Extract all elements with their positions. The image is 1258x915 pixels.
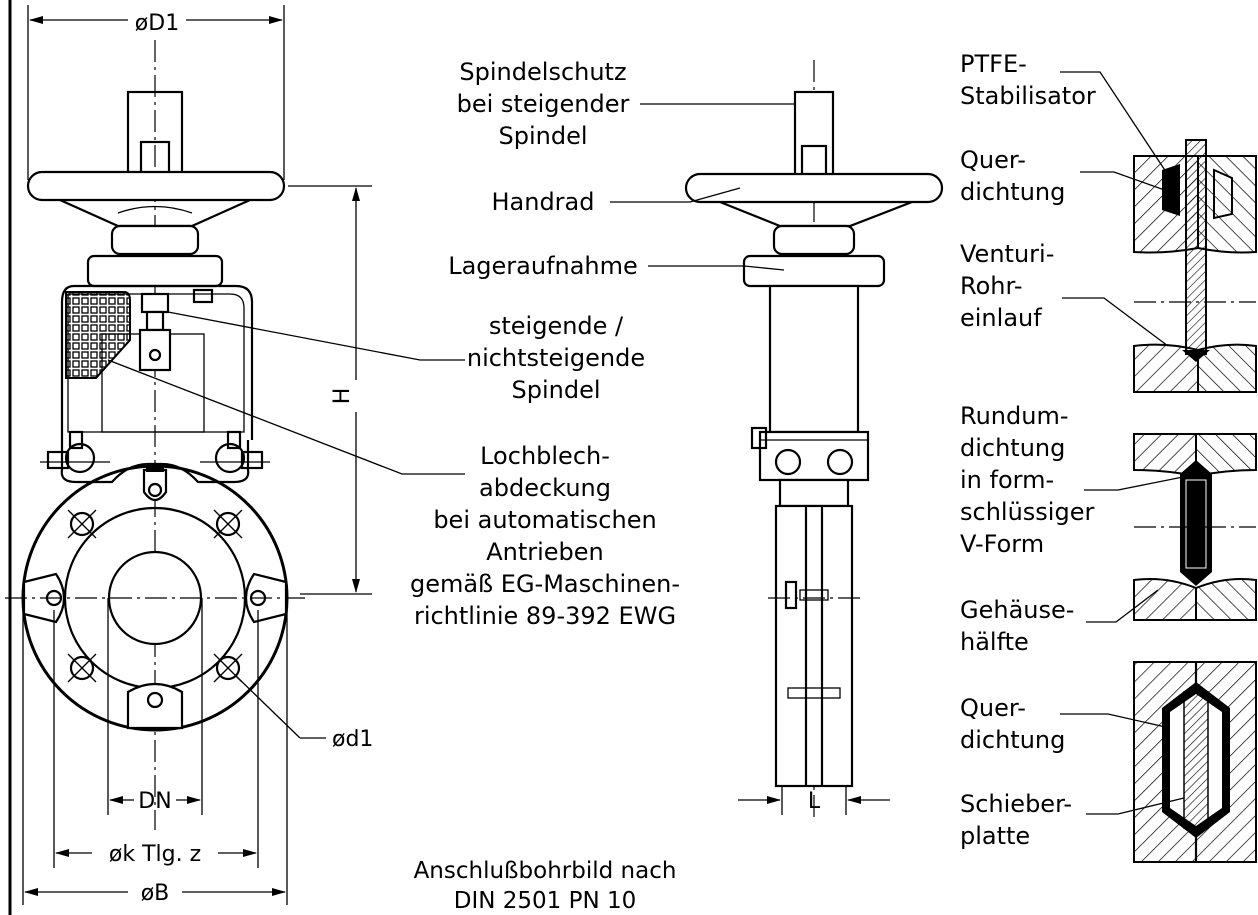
svg-text:Anschlußbohrbild nach: Anschlußbohrbild nach — [414, 858, 677, 884]
svg-text:nichtsteigende: nichtsteigende — [467, 344, 645, 372]
dim-k: øk Tlg. z — [109, 842, 201, 867]
dim-d1: øD1 — [135, 11, 179, 36]
svg-text:dichtung: dichtung — [960, 178, 1065, 206]
dim-d1-hole: ød1 — [332, 727, 373, 752]
svg-text:gemäß EG-Maschinen-: gemäß EG-Maschinen- — [410, 570, 680, 598]
svg-text:dichtung: dichtung — [960, 726, 1065, 754]
svg-text:richtlinie 89-392 EWG: richtlinie 89-392 EWG — [414, 602, 676, 630]
detail-v-form — [1133, 433, 1257, 621]
label-spindle: steigende / nichtsteigende Spindel — [467, 312, 645, 404]
label-cross-seal-1: Quer- dichtung — [960, 146, 1065, 206]
svg-text:bei automatischen: bei automatischen — [433, 506, 656, 534]
svg-text:in form-: in form- — [960, 466, 1054, 494]
dim-h: H — [330, 388, 355, 405]
label-handwheel: Handrad — [491, 188, 594, 216]
side-view — [107, 60, 944, 820]
dim-b: øB — [141, 881, 170, 906]
svg-text:Spindel: Spindel — [511, 376, 600, 404]
dim-l: L — [808, 789, 821, 814]
svg-text:Spindelschutz: Spindelschutz — [459, 58, 626, 86]
svg-text:Lochblech-: Lochblech- — [480, 442, 610, 470]
detail-venturi — [1133, 139, 1257, 393]
svg-text:Venturi-: Venturi- — [960, 240, 1054, 268]
svg-text:Spindel: Spindel — [498, 122, 587, 150]
svg-text:V-Form: V-Form — [960, 530, 1044, 558]
svg-text:Antrieben: Antrieben — [486, 538, 604, 566]
svg-text:Rohr-: Rohr- — [960, 272, 1022, 300]
svg-text:DIN 2501 PN 10: DIN 2501 PN 10 — [454, 888, 637, 914]
svg-text:bei steigender: bei steigender — [457, 90, 630, 118]
detail-gate-plate — [1133, 661, 1257, 863]
front-view — [5, 0, 372, 915]
section-details — [1060, 71, 1257, 863]
label-housing: Gehäuse- hälfte — [960, 596, 1074, 656]
label-cover: Lochblech- abdeckung bei automatischen A… — [410, 442, 680, 630]
svg-text:abdeckung: abdeckung — [479, 474, 611, 502]
svg-text:hälfte: hälfte — [960, 628, 1029, 656]
dim-dn: DN — [138, 789, 171, 814]
label-round-seal: Rundum- dichtung in form- schlüssiger V-… — [960, 402, 1094, 558]
label-bearing: Lageraufnahme — [448, 252, 638, 280]
label-cross-seal-2: Quer- dichtung — [960, 694, 1065, 754]
svg-text:Rundum-: Rundum- — [960, 402, 1069, 430]
svg-text:steigende /: steigende / — [489, 312, 624, 340]
label-ptfe: PTFE- Stabilisator — [960, 50, 1096, 110]
svg-text:Quer-: Quer- — [960, 694, 1026, 722]
svg-text:schlüssiger: schlüssiger — [960, 498, 1094, 526]
svg-text:Gehäuse-: Gehäuse- — [960, 596, 1074, 624]
label-venturi: Venturi- Rohr- einlauf — [960, 240, 1054, 332]
svg-text:einlauf: einlauf — [960, 304, 1042, 332]
svg-text:platte: platte — [960, 822, 1030, 850]
svg-text:dichtung: dichtung — [960, 434, 1065, 462]
label-gate-plate: Schieber- platte — [960, 790, 1072, 850]
label-spindle-guard: Spindelschutz bei steigender Spindel — [457, 58, 630, 150]
svg-text:Schieber-: Schieber- — [960, 790, 1072, 818]
svg-text:Stabilisator: Stabilisator — [960, 82, 1096, 110]
footnote: Anschlußbohrbild nach DIN 2501 PN 10 — [414, 858, 677, 914]
svg-text:Quer-: Quer- — [960, 146, 1026, 174]
svg-text:PTFE-: PTFE- — [960, 50, 1027, 78]
